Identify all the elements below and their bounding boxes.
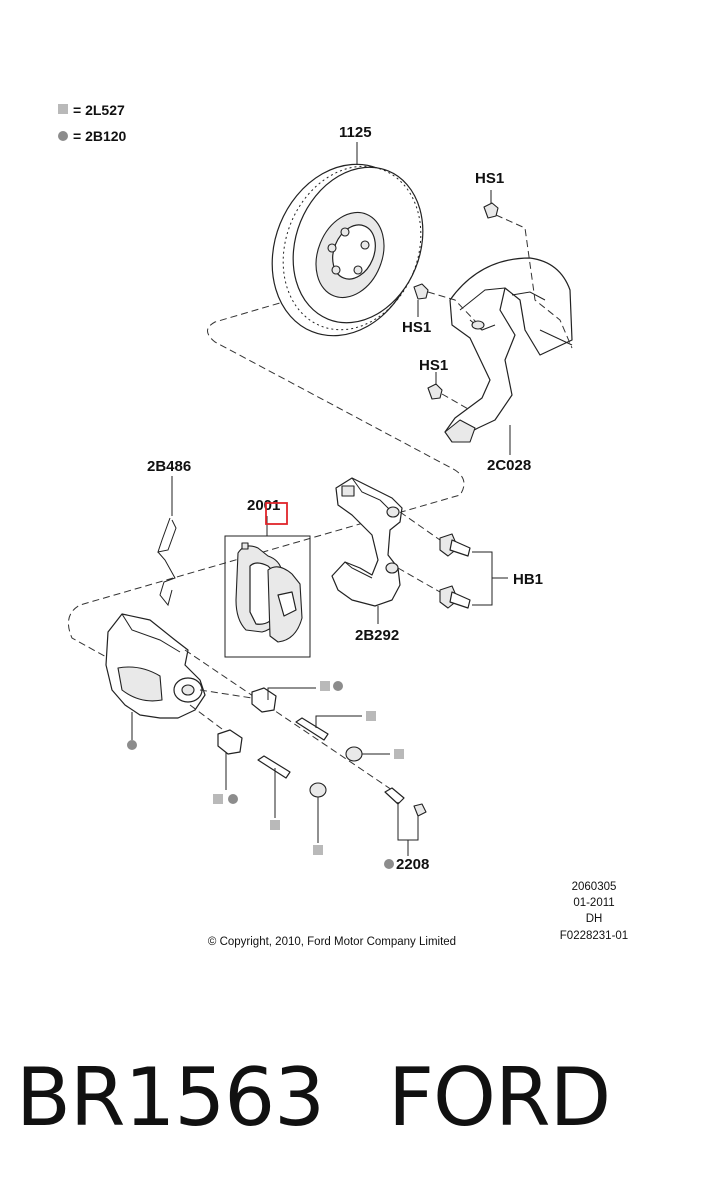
shield-screw-top-label: HS1 — [475, 170, 504, 187]
bleeder-label: 2208 — [396, 856, 429, 873]
pads-label: 2001 — [247, 497, 280, 514]
legend-square-text: = 2L527 — [73, 102, 125, 118]
bleeder-screw — [384, 787, 427, 869]
code-line-4: F0228231-01 — [560, 930, 628, 942]
legend-dot-marker — [58, 131, 68, 141]
part-number: BR1563 — [16, 1051, 325, 1144]
rotor-label: 1125 — [339, 124, 372, 141]
brake-exploded-diagram: = 2L527 = 2B120 1125 2C028 HS1 — [58, 102, 628, 948]
copyright-text: © Copyright, 2010, Ford Motor Company Li… — [208, 936, 456, 948]
guide-bushing-upper — [251, 681, 343, 713]
code-line-2: 01-2011 — [573, 897, 614, 909]
caliper-bracket — [331, 477, 441, 624]
splash-shield — [444, 257, 573, 455]
guide-pin-upper — [295, 711, 376, 741]
legend: = 2L527 = 2B120 — [58, 102, 127, 144]
assembly-guide-line — [67, 299, 465, 659]
clip-label: 2B486 — [147, 458, 191, 475]
bracket-bolts — [439, 533, 508, 609]
dust-cap-lower — [309, 782, 327, 855]
legend-dot-text: = 2B120 — [73, 128, 127, 144]
shield-screw-low — [427, 372, 471, 411]
anti-rattle-clip — [157, 476, 177, 607]
bracket-label: 2B292 — [355, 627, 399, 644]
brake-caliper — [105, 613, 396, 793]
shield-screw-mid — [413, 283, 477, 323]
dust-cap-upper — [345, 746, 404, 762]
code-line-3: DH — [586, 913, 603, 925]
shield-screw-top — [483, 190, 573, 349]
legend-square-marker — [58, 104, 68, 114]
brake-rotor — [271, 142, 424, 337]
shield-screw-low-label: HS1 — [419, 357, 448, 374]
code-line-1: 2060305 — [572, 881, 617, 893]
highlight-marker — [265, 502, 288, 525]
guide-pin-lower — [257, 755, 291, 830]
brand-name: FORD — [388, 1051, 611, 1144]
brake-pads-set — [224, 516, 311, 658]
bolts-label: HB1 — [513, 571, 543, 588]
splash-shield-label: 2C028 — [487, 457, 531, 474]
shield-screw-mid-label: HS1 — [402, 319, 431, 336]
guide-bushing-lower — [213, 729, 243, 804]
caliper-dot-marker — [127, 740, 137, 750]
